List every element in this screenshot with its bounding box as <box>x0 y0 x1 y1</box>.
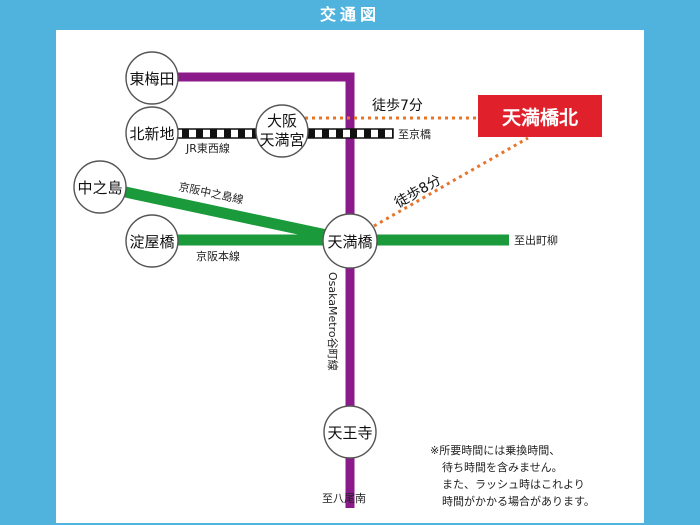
direction-demachiyanagi: 至出町柳 <box>514 233 558 247</box>
keihan-nakanoshima-line <box>100 181 352 246</box>
svg-text:また、ラッシュ時はこれより: また、ラッシュ時はこれより <box>442 478 585 491</box>
svg-text:東梅田: 東梅田 <box>129 70 174 88</box>
station-yodoyabashi: 淀屋橋 <box>125 214 179 268</box>
svg-text:待ち時間を含みません。: 待ち時間を含みません。 <box>442 460 563 474</box>
keihan-main-label: 京阪本線 <box>196 249 240 263</box>
station-nakanoshima: 中之島 <box>73 160 127 214</box>
destination-label: 天満橋北 <box>502 106 578 129</box>
svg-text:中之島: 中之島 <box>77 179 122 197</box>
station-tennoji: 天王寺 <box>323 405 377 459</box>
svg-text:北新地: 北新地 <box>129 125 174 143</box>
jr-tozai-label: JR東西線 <box>185 141 230 155</box>
station-tenmabashi: 天満橋 <box>322 213 378 269</box>
station-osaka-tenmangu: 大阪 天満宮 <box>255 104 309 158</box>
svg-text:※所要時間には乗換時間、: ※所要時間には乗換時間、 <box>430 444 560 457</box>
page-title: 交通図 <box>319 5 380 24</box>
svg-text:淀屋橋: 淀屋橋 <box>129 233 174 251</box>
travel-time-note: ※所要時間には乗換時間、 待ち時間を含みません。 また、ラッシュ時はこれより 時… <box>430 444 595 508</box>
tanimachi-line <box>152 72 355 508</box>
station-kitashinchi: 北新地 <box>125 106 179 160</box>
destination-box: 天満橋北 <box>478 95 602 137</box>
walk-route-8 <box>373 136 529 228</box>
svg-text:時間がかかる場合があります。: 時間がかかる場合があります。 <box>442 494 595 508</box>
svg-text:天満橋: 天満橋 <box>327 233 372 251</box>
svg-text:大阪: 大阪 <box>267 112 297 130</box>
station-higashi-umeda: 東梅田 <box>125 51 179 105</box>
walk-7-label: 徒歩7分 <box>372 98 423 114</box>
svg-text:天満宮: 天満宮 <box>259 131 304 149</box>
direction-yaominami: 至八尾南 <box>322 492 366 505</box>
direction-kyobashi: 至京橋 <box>398 127 431 141</box>
tanimachi-label: OsakaMetro谷町線 <box>326 272 340 371</box>
svg-text:天王寺: 天王寺 <box>327 424 372 442</box>
